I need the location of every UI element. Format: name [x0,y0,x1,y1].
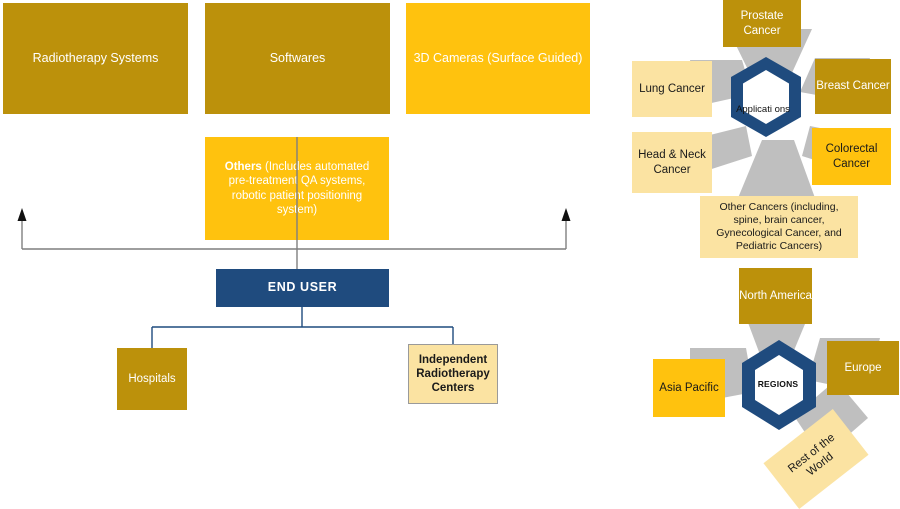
application-node-breast-cancer[interactable]: Breast Cancer [815,59,891,114]
region-node-asia-pacific[interactable]: Asia Pacific [653,359,725,417]
end-user-child-independent-radiotherapy-centers[interactable]: Independent Radiotherapy Centers [408,344,498,404]
node-label: Europe [844,361,882,374]
application-node-head-and-neck-cancer[interactable]: Head & Neck Cancer [632,132,712,193]
end-user-box[interactable]: END USER [216,269,389,307]
node-label: Asia Pacific [659,381,719,394]
connector-lines [17,137,571,348]
child-label: Hospitals [128,372,176,385]
segment-label: 3D Cameras (Surface Guided) [413,50,583,65]
application-node-lung-cancer[interactable]: Lung Cancer [632,61,712,117]
region-node-europe[interactable]: Europe [827,341,899,395]
applications-hexagon-hub[interactable] [729,56,803,138]
end-user-label: END USER [267,280,338,295]
region-node-north-america[interactable]: North America [739,268,812,324]
child-label: Independent Radiotherapy Centers [416,353,490,394]
regions-hub-label: REGIONS [757,379,799,389]
applications-hub-label: Applicati ons [736,103,790,115]
node-label: Colorectal Cancer [825,143,878,170]
segment-label: Radiotherapy Systems [32,50,159,65]
regions-hexagon-hub[interactable] [740,339,818,431]
application-node-prostate-cancer[interactable]: Prostate Cancer [723,0,801,47]
segment-label: Softwares [269,50,326,65]
node-label: Prostate Cancer [740,10,784,37]
end-user-child-hospitals[interactable]: Hospitals [117,348,187,410]
segment-box-3d-cameras[interactable]: 3D Cameras (Surface Guided) [406,3,590,114]
node-label: Lung Cancer [639,82,705,95]
node-label: Head & Neck Cancer [638,149,706,176]
application-node-colorectal-cancer[interactable]: Colorectal Cancer [812,128,891,185]
node-label: Other Cancers (including, spine, brain c… [716,201,842,252]
others-bold-label: Others [224,161,262,174]
node-label: Breast Cancer [816,80,890,93]
segment-label-others: Others (Includes automated pre-treatment… [214,160,380,216]
node-label: North America [739,289,812,302]
application-node-other-cancers[interactable]: Other Cancers (including, spine, brain c… [700,196,858,258]
segment-box-radiotherapy-systems[interactable]: Radiotherapy Systems [3,3,188,114]
segment-box-softwares[interactable]: Softwares [205,3,390,114]
